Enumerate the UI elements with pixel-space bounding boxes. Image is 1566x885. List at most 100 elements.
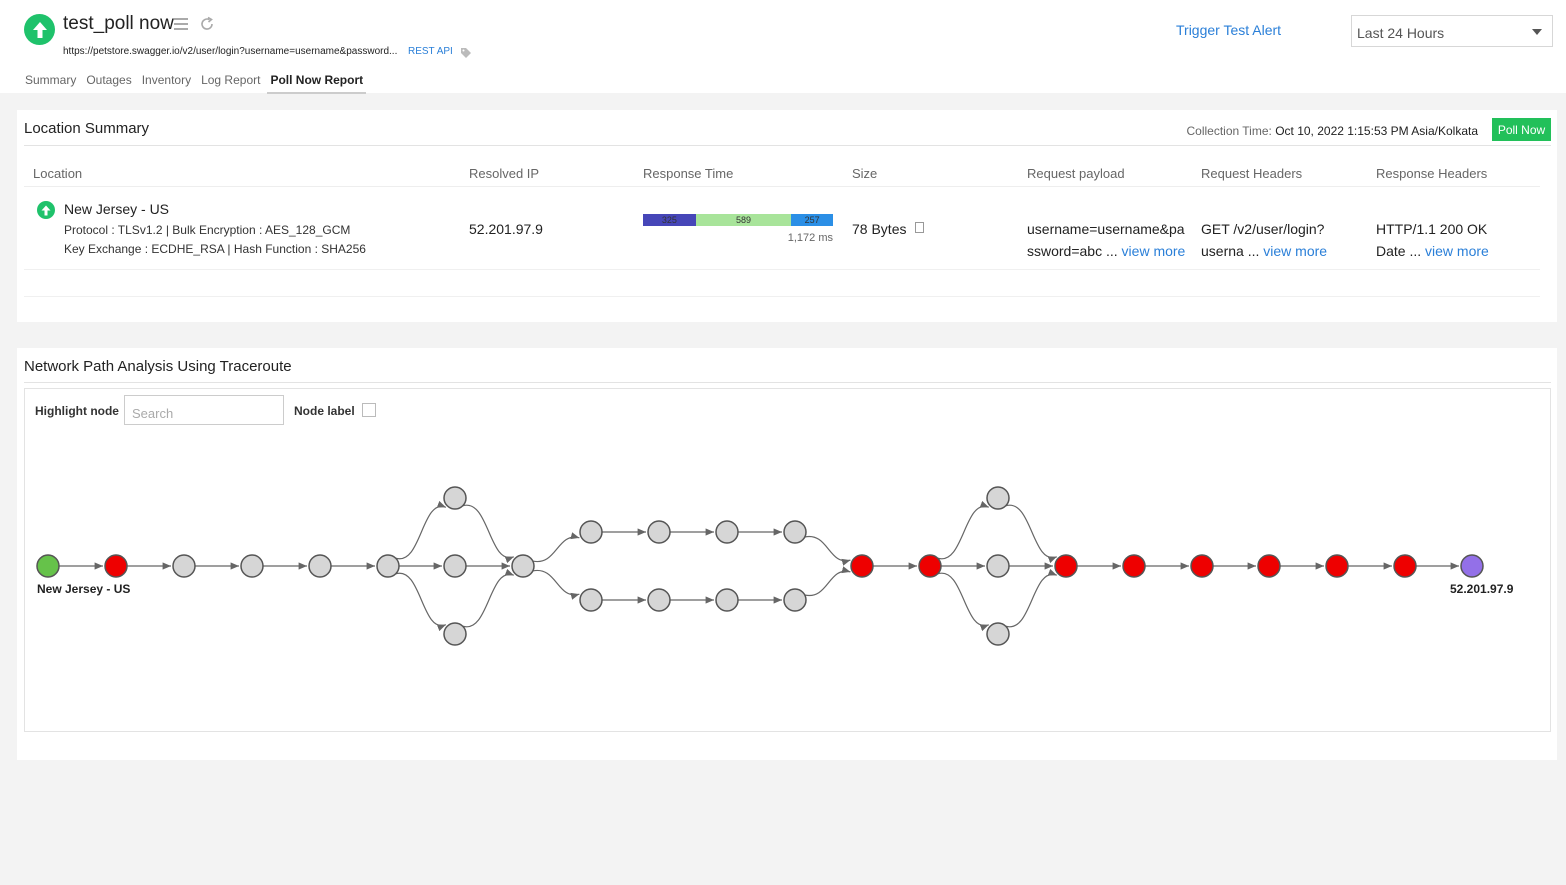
col-location: Location — [33, 166, 83, 181]
up-arrow-icon — [24, 14, 55, 45]
hop-node[interactable] — [443, 486, 467, 510]
hop-node[interactable] — [986, 554, 1010, 578]
col-resolved-ip: Resolved IP — [469, 166, 540, 181]
hop-node[interactable] — [376, 554, 400, 578]
payload-truncated: ssword=abc ... — [1027, 243, 1118, 259]
path-edge — [804, 536, 851, 566]
hop-node[interactable] — [986, 622, 1010, 646]
path-edge — [532, 532, 580, 563]
network-path-title: Network Path Analysis Using Traceroute — [24, 358, 292, 375]
hop-node-alert[interactable] — [1122, 554, 1146, 578]
tag-icon[interactable] — [461, 45, 471, 58]
hop-node[interactable] — [443, 554, 467, 578]
node-label-label: Node label — [294, 404, 355, 418]
hop-node[interactable] — [783, 588, 807, 612]
col-response-headers: Response Headers — [1376, 166, 1488, 181]
hop-node-alert[interactable] — [1257, 554, 1281, 578]
location-summary-title: Location Summary — [24, 120, 150, 137]
hop-node-alert[interactable] — [104, 554, 128, 578]
hop-node[interactable] — [579, 588, 603, 612]
refresh-icon[interactable] — [199, 16, 215, 32]
destination-node[interactable] — [1460, 554, 1484, 578]
response-time-segment: 589 — [695, 214, 792, 226]
time-range-value: Last 24 Hours — [1357, 25, 1445, 41]
headers-truncated: userna ... — [1201, 243, 1260, 259]
document-icon[interactable] — [915, 222, 924, 233]
path-edge — [462, 504, 515, 564]
tls-keyex-info: Key Exchange : ECDHE_RSA | Hash Function… — [64, 242, 366, 256]
monitor-header: test_poll now https://petstore.swagger.i… — [0, 0, 1566, 94]
traceroute-graph-svg: New Jersey - US 52.201.97.9 — [36, 486, 1514, 646]
monitor-name: test_poll now — [63, 13, 174, 34]
response-time-total: 1,172 ms — [787, 232, 833, 244]
trigger-test-alert-link[interactable]: Trigger Test Alert — [1176, 22, 1282, 38]
menu-icon[interactable] — [174, 18, 188, 30]
hop-node-alert[interactable] — [850, 554, 874, 578]
highlight-node-search-input[interactable] — [124, 395, 284, 425]
traceroute-graph[interactable]: New Jersey - US 52.201.97.9 — [24, 430, 1551, 732]
response-headers-line2: Date ... view more — [1376, 243, 1489, 259]
payload-view-more-link[interactable]: view more — [1121, 243, 1186, 259]
row-divider — [24, 269, 1540, 270]
path-edge — [395, 500, 447, 560]
hop-node[interactable] — [715, 588, 739, 612]
monitor-url: https://petstore.swagger.io/v2/user/logi… — [63, 46, 398, 57]
path-edge — [1005, 504, 1058, 564]
network-path-panel: Network Path Analysis Using Traceroute H… — [17, 348, 1557, 760]
col-size: Size — [852, 166, 878, 181]
col-request-headers: Request Headers — [1201, 166, 1303, 181]
hop-node[interactable] — [647, 520, 671, 544]
hop-node[interactable] — [308, 554, 332, 578]
response-headers-view-more-link[interactable]: view more — [1425, 243, 1489, 259]
hop-node[interactable] — [986, 486, 1010, 510]
response-time-segment: 257 — [791, 214, 833, 226]
hop-node[interactable] — [783, 520, 807, 544]
source-node-label: New Jersey - US — [37, 582, 130, 596]
tls-protocol-info: Protocol : TLSv1.2 | Bulk Encryption : A… — [64, 223, 351, 237]
path-edge — [804, 566, 851, 596]
col-response-time: Response Time — [643, 166, 734, 181]
response-time-segment: 325 — [643, 214, 696, 226]
hop-node-alert[interactable] — [1393, 554, 1417, 578]
source-node[interactable] — [36, 554, 60, 578]
tab-poll-now-report[interactable]: Poll Now Report — [267, 72, 367, 94]
path-edge — [395, 572, 447, 632]
divider — [24, 382, 1551, 383]
hop-node-alert[interactable] — [1325, 554, 1349, 578]
hop-node[interactable] — [443, 622, 467, 646]
row-divider — [24, 296, 1540, 297]
path-edge — [937, 572, 990, 632]
resolved-ip: 52.201.97.9 — [469, 221, 543, 237]
header-divider — [24, 186, 1540, 187]
request-headers-line2: userna ... view more — [1201, 243, 1327, 259]
divider — [24, 145, 1551, 146]
tab-outages[interactable]: Outages — [86, 73, 132, 87]
monitor-type-badge: REST API — [408, 46, 453, 57]
path-edge — [532, 569, 580, 600]
report-tabs: Summary Outages Inventory Log Report Pol… — [25, 72, 376, 94]
collection-time-label: Collection Time: — [1186, 124, 1272, 138]
hop-node[interactable] — [511, 554, 535, 578]
hop-node-alert[interactable] — [1190, 554, 1214, 578]
hop-node[interactable] — [172, 554, 196, 578]
resp-headers-truncated: Date ... — [1376, 243, 1422, 259]
chevron-down-icon — [1532, 29, 1542, 35]
hop-node[interactable] — [240, 554, 264, 578]
node-label-checkbox[interactable] — [362, 403, 376, 417]
collection-time: Collection Time: Oct 10, 2022 1:15:53 PM… — [1186, 124, 1478, 138]
hop-node[interactable] — [579, 520, 603, 544]
request-headers-line1: GET /v2/user/login? — [1201, 221, 1325, 237]
poll-now-button[interactable]: Poll Now — [1492, 118, 1551, 141]
hop-node-alert[interactable] — [918, 554, 942, 578]
tab-inventory[interactable]: Inventory — [141, 73, 192, 87]
tab-summary[interactable]: Summary — [25, 73, 77, 87]
hop-node[interactable] — [647, 588, 671, 612]
hop-node-alert[interactable] — [1054, 554, 1078, 578]
time-range-select[interactable]: Last 24 Hours — [1351, 15, 1553, 47]
request-payload-line2: ssword=abc ... view more — [1027, 243, 1185, 259]
path-edge — [1005, 568, 1058, 628]
hop-node[interactable] — [715, 520, 739, 544]
tab-log-report[interactable]: Log Report — [201, 73, 261, 87]
request-headers-view-more-link[interactable]: view more — [1263, 243, 1328, 259]
